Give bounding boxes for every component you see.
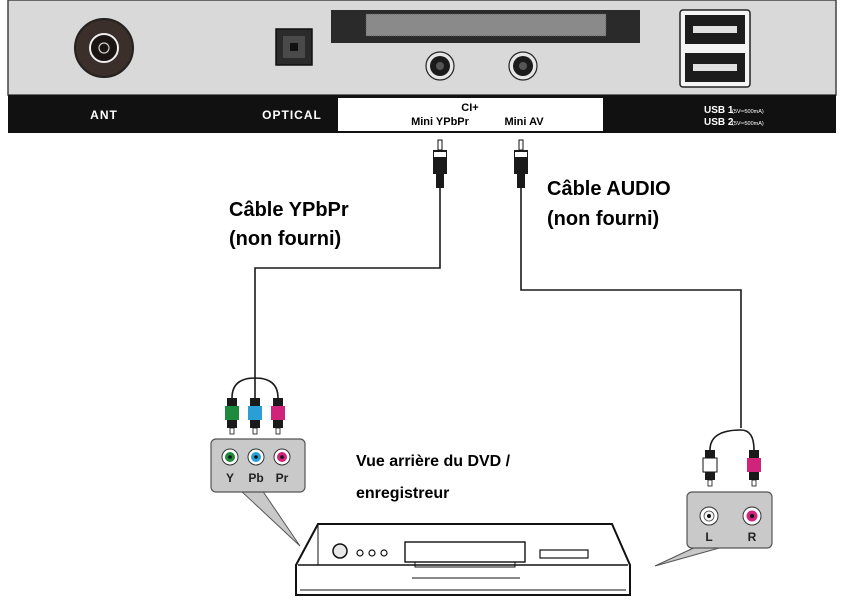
y-jack-label: Y xyxy=(226,471,234,485)
usb-ports-icon xyxy=(679,9,751,88)
ci-slot-icon xyxy=(331,10,640,43)
tv-panel xyxy=(7,0,837,96)
l-jack-icon xyxy=(699,506,719,526)
ypbpr-jack-callout: Y Pb Pr xyxy=(210,438,306,547)
pr-jack-label: Pr xyxy=(276,471,289,485)
pb-jack-label: Pb xyxy=(248,471,263,485)
ypbpr-mini-plug-icon xyxy=(433,139,447,188)
r-jack-label: R xyxy=(748,530,757,544)
ypbpr-cable xyxy=(231,188,441,399)
diagram-labels: Câble YPbPr (non fourni) Câble AUDIO (no… xyxy=(229,178,671,502)
ant-port-icon xyxy=(74,18,134,78)
audio-cable-label-1: Câble AUDIO xyxy=(547,178,671,200)
dvd-caption-2: enregistreur xyxy=(356,485,449,502)
audio-jack-callout: L R xyxy=(654,491,773,567)
r-jack-icon xyxy=(742,506,762,526)
ci-label-box xyxy=(338,98,603,131)
ypbpr-rca-plugs xyxy=(225,398,285,435)
audio-rca-plugs xyxy=(702,450,761,487)
ant-label: ANT xyxy=(90,108,118,122)
ci-label: CI+ xyxy=(461,102,478,114)
usb1-label: USB 1 xyxy=(704,105,734,116)
mini-av-jack-icon xyxy=(508,51,538,81)
dvd-player-icon xyxy=(295,523,631,596)
y-jack-icon xyxy=(221,448,239,466)
mini-av-label: Mini AV xyxy=(504,116,544,128)
red-plug-icon xyxy=(747,450,761,487)
ypbpr-cable-label-2: (non fourni) xyxy=(229,228,341,250)
pb-jack-icon xyxy=(247,448,265,466)
mini-ypbpr-label: Mini YPbPr xyxy=(411,116,470,128)
pr-jack-icon xyxy=(273,448,291,466)
mini-ypbpr-jack-icon xyxy=(425,51,455,81)
usb2-label: USB 2 xyxy=(704,117,734,128)
green-plug-icon xyxy=(225,398,239,435)
dvd-caption-1: Vue arrière du DVD / xyxy=(356,453,511,470)
white-plug-icon xyxy=(702,450,718,487)
label-bar: ANT OPTICAL CI+ Mini YPbPr Mini AV USB 1… xyxy=(8,95,836,133)
usb1-spec: (5V═500mA) xyxy=(732,109,764,115)
audio-cable-label-2: (non fourni) xyxy=(547,208,659,230)
ypbpr-cable-label-1: Câble YPbPr xyxy=(229,199,349,221)
blue-plug-icon xyxy=(248,398,262,435)
optical-port-icon xyxy=(275,28,313,66)
audio-mini-plug-icon xyxy=(514,139,528,188)
magenta-plug-icon xyxy=(271,398,285,435)
usb2-spec: (5V═500mA) xyxy=(732,121,764,127)
optical-label: OPTICAL xyxy=(262,108,322,122)
l-jack-label: L xyxy=(705,530,712,544)
audio-cable xyxy=(520,188,755,451)
